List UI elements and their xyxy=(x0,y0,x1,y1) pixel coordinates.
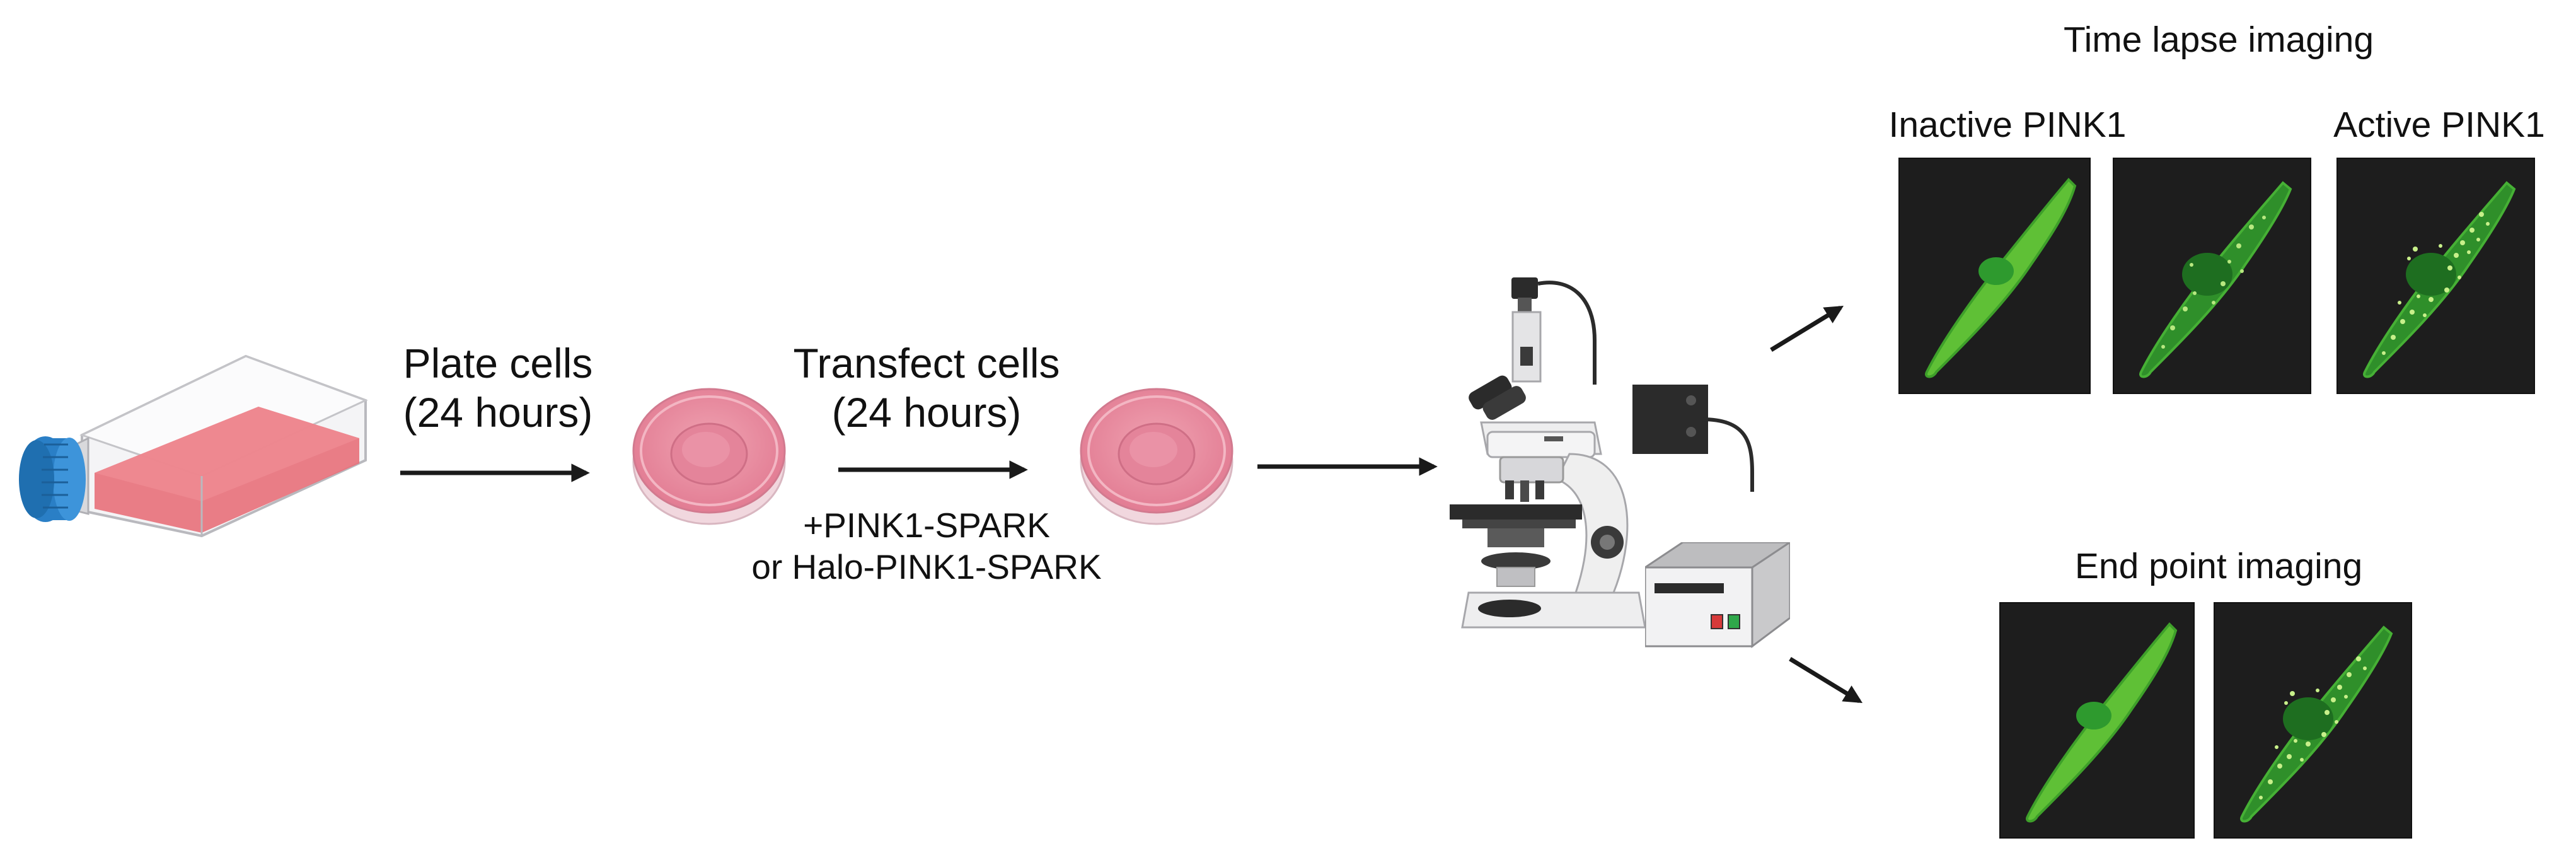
petri-dish-icon xyxy=(1080,388,1233,525)
active-pink1-label: Active PINK1 xyxy=(2333,105,2545,145)
light-source-icon xyxy=(1645,542,1790,648)
cell-image-active xyxy=(2336,158,2535,394)
plate-cells-label: Plate cells (24 hours) xyxy=(378,339,618,438)
arrow-transfect xyxy=(838,460,1028,479)
construct-halo-pink1-spark: or Halo-PINK1-SPARK xyxy=(751,547,1102,586)
arrow-plate-to-dish xyxy=(400,463,590,482)
arrow-to-end-point xyxy=(1789,657,1863,704)
inactive-pink1-label: Inactive PINK1 xyxy=(1888,105,2127,145)
time-lapse-title: Time lapse imaging xyxy=(2063,20,2374,60)
transfect-cells-label: Transfect cells (24 hours) xyxy=(769,339,1084,438)
transfect-cells-duration: (24 hours) xyxy=(831,388,1022,436)
arrow-dish-to-microscope xyxy=(1257,457,1438,476)
petri-dish-icon xyxy=(632,388,786,525)
plate-cells-duration: (24 hours) xyxy=(403,388,593,436)
arrow-to-time-lapse xyxy=(1770,305,1844,352)
culture-flask-icon xyxy=(19,354,368,538)
plate-cells-title: Plate cells xyxy=(403,340,593,386)
construct-pink1-spark: +PINK1-SPARK xyxy=(803,506,1050,545)
end-point-cell-inactive xyxy=(1999,602,2195,839)
cell-image-inactive xyxy=(1898,158,2091,394)
construct-label: +PINK1-SPARK or Halo-PINK1-SPARK xyxy=(725,504,1128,588)
end-point-title: End point imaging xyxy=(2074,546,2363,586)
microscope-icon xyxy=(1450,277,1754,629)
end-point-cell-active xyxy=(2214,602,2412,839)
transfect-cells-title: Transfect cells xyxy=(793,340,1060,386)
cell-image-intermediate xyxy=(2113,158,2311,394)
